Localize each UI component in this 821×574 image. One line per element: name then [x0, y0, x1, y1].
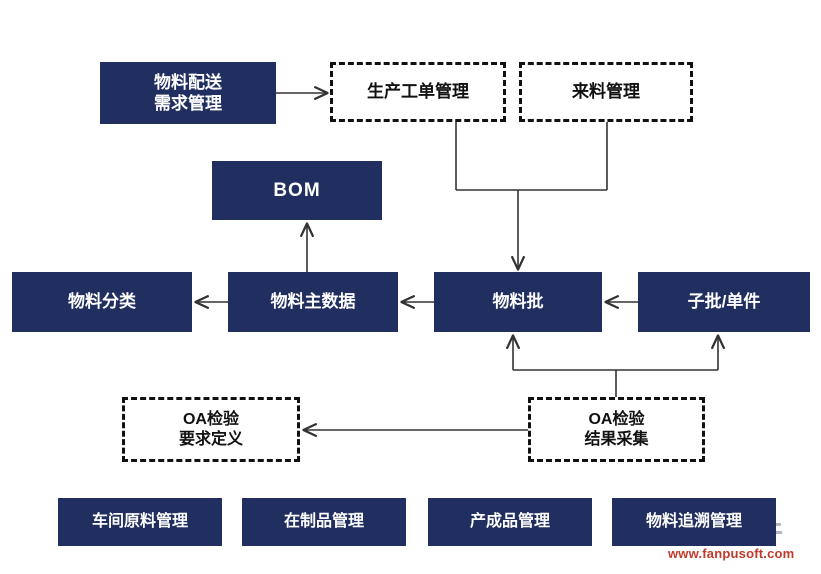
node-work-in-progress[interactable]: 在制品管理 [242, 498, 406, 546]
node-label: 物料批 [492, 292, 544, 312]
node-production-work-order[interactable]: 生产工单管理 [330, 62, 506, 122]
node-label: BOM [273, 179, 321, 201]
node-sub-batch-unit[interactable]: 子批/单件 [638, 272, 810, 332]
node-material-traceability[interactable]: 物料追溯管理 [612, 498, 776, 546]
watermark-url: www.fanpusoft.com [668, 546, 795, 561]
node-material-delivery-demand[interactable]: 物料配送 需求管理 [100, 62, 276, 124]
node-label: 物料追溯管理 [645, 513, 742, 530]
node-label: 生产工单管理 [367, 82, 469, 102]
node-oa-inspection-definition[interactable]: OA检验 要求定义 [122, 397, 300, 462]
node-incoming-material[interactable]: 来料管理 [519, 62, 693, 122]
node-bom[interactable]: BOM [212, 161, 382, 220]
node-label: 来料管理 [572, 82, 640, 102]
node-label: 物料分类 [68, 292, 136, 312]
node-workshop-raw-material[interactable]: 车间原料管理 [58, 498, 222, 546]
node-label: 子批/单件 [687, 292, 761, 312]
node-label: 物料配送 需求管理 [154, 72, 222, 113]
node-material-batch[interactable]: 物料批 [434, 272, 602, 332]
node-material-master-data[interactable]: 物料主数据 [228, 272, 398, 332]
node-label: OA检验 结果采集 [584, 410, 649, 448]
node-label: 车间原料管理 [91, 513, 188, 530]
node-oa-inspection-result[interactable]: OA检验 结果采集 [528, 397, 705, 462]
node-material-category[interactable]: 物料分类 [12, 272, 192, 332]
node-finished-product[interactable]: 产成品管理 [428, 498, 592, 546]
node-label: 物料主数据 [270, 292, 356, 312]
node-label: 在制品管理 [283, 513, 364, 530]
node-label: 产成品管理 [469, 513, 550, 530]
node-label: OA检验 要求定义 [178, 410, 243, 448]
